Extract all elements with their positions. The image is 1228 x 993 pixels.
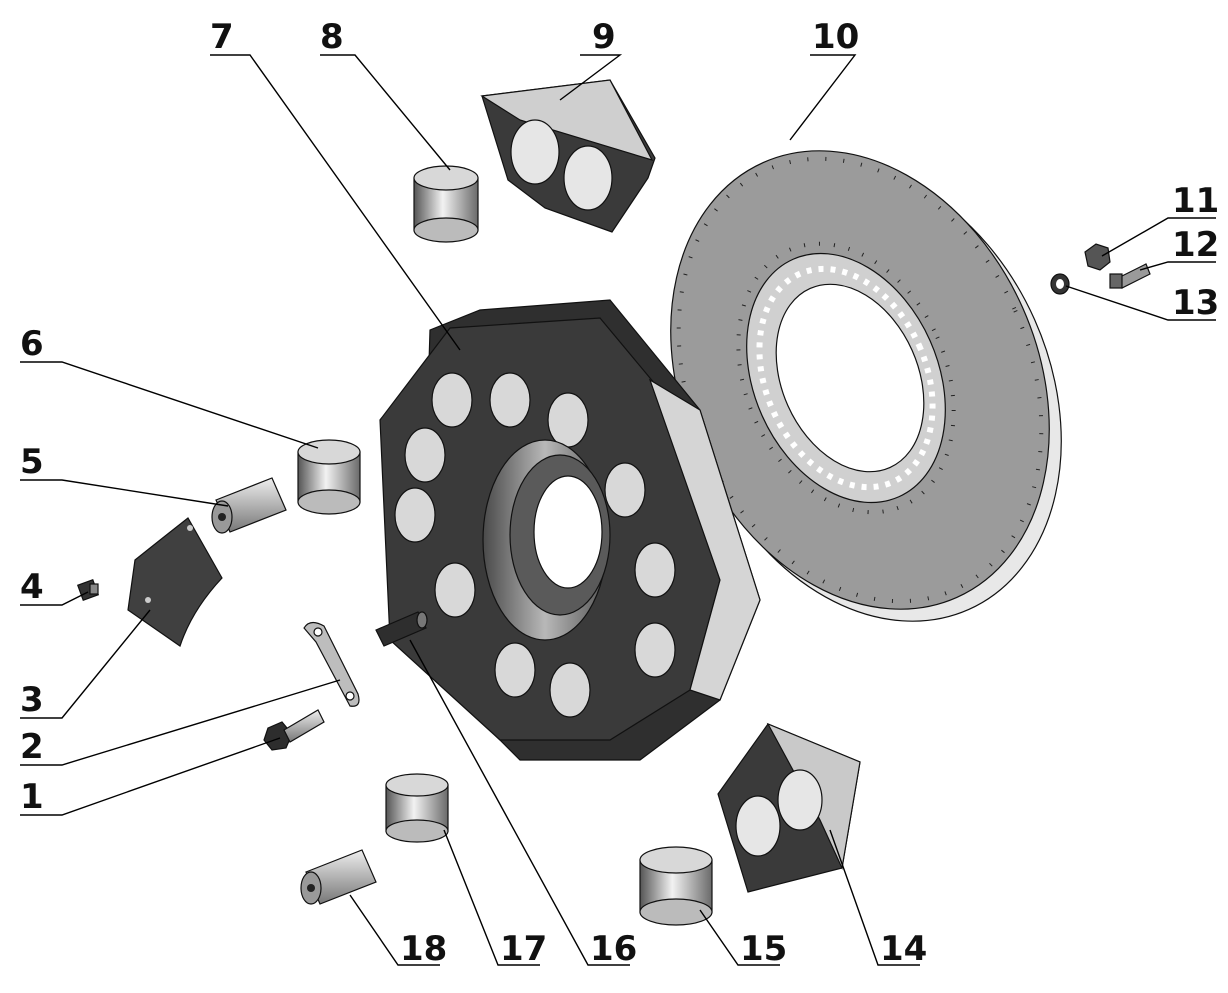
callout-7: 7 <box>210 17 234 57</box>
callout-5: 5 <box>20 442 44 482</box>
sleeve-part-6 <box>297 439 361 515</box>
callout-6: 6 <box>20 324 44 364</box>
leader-lines <box>20 54 1216 966</box>
callout-15: 15 <box>740 929 787 969</box>
callout-9: 9 <box>592 17 616 57</box>
caliper-block-part-14 <box>717 722 861 893</box>
plate-segment-part-3 <box>127 517 223 647</box>
link-plate-part-2 <box>303 621 360 707</box>
bolt-part-12 <box>1109 263 1151 289</box>
small-bolt-part-4 <box>76 578 100 602</box>
callout-3: 3 <box>20 680 44 720</box>
pin-part-18 <box>300 849 377 905</box>
carrier-holes <box>394 372 676 718</box>
callout-2: 2 <box>20 727 44 767</box>
brake-disc-part-10 <box>670 150 1062 622</box>
callout-1: 1 <box>20 777 44 817</box>
sleeve-part-8 <box>413 165 479 243</box>
callout-10: 10 <box>812 17 859 57</box>
callout-8: 8 <box>320 17 344 57</box>
callout-16: 16 <box>590 929 637 969</box>
callout-labels: 1 2 3 4 5 6 7 8 9 10 11 12 13 14 15 16 1… <box>20 17 1219 969</box>
callout-13: 13 <box>1172 283 1219 323</box>
callout-17: 17 <box>500 929 547 969</box>
callout-4: 4 <box>20 567 44 607</box>
nut-part-11 <box>1084 243 1111 271</box>
caliper-block-part-9 <box>480 79 656 233</box>
threaded-pin-part-16 <box>375 611 428 647</box>
octagonal-carrier-part-7 <box>379 299 761 761</box>
callout-12: 12 <box>1172 225 1219 265</box>
washer-part-13 <box>1050 273 1070 295</box>
callout-18: 18 <box>400 929 447 969</box>
sleeve-part-15 <box>639 846 713 926</box>
pin-part-5 <box>211 477 287 534</box>
callout-11: 11 <box>1172 181 1219 221</box>
sleeve-part-17 <box>385 773 449 843</box>
bolt-part-1 <box>263 709 325 751</box>
callout-14: 14 <box>880 929 927 969</box>
